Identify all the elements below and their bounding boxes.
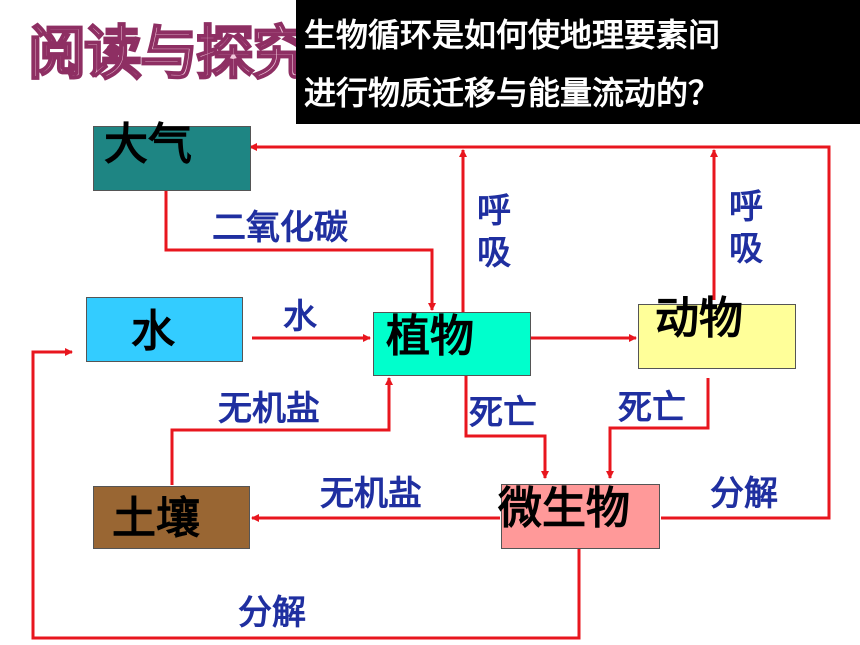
arrow-death-plants (464, 376, 549, 479)
node-water-label: 水 (131, 306, 175, 357)
label-death-plants: 死亡 (469, 393, 537, 433)
question-line-2: 进行物质迁移与能量流动的？ (304, 74, 721, 112)
question-box: 生物循环是如何使地理要素间 进行物质迁移与能量流动的？ (296, 0, 860, 124)
node-soil: 土壤 (93, 486, 250, 549)
node-water: 水 (86, 297, 243, 362)
label-death-animals: 死亡 (618, 388, 686, 428)
label-respiration-plants: 呼吸 (477, 191, 511, 273)
node-atmosphere-label: 大气 (104, 119, 192, 170)
node-plants-label: 植物 (386, 311, 474, 362)
title-art: 阅读与探究 (27, 18, 311, 88)
arrow-decompose-bottom (31, 348, 581, 640)
node-atmosphere: 大气 (93, 119, 251, 191)
node-microbes: 微生物 (498, 483, 660, 549)
arrow-co2 (164, 191, 436, 311)
arrow-minerals-up (170, 377, 393, 485)
label-co2: 二氧化碳 (212, 208, 348, 248)
node-plants: 植物 (373, 312, 531, 376)
arrow-death-animals (606, 378, 710, 479)
label-decompose-right: 分解 (710, 474, 778, 514)
node-animals: 动物 (638, 297, 796, 369)
arrow-decompose-right (249, 143, 831, 520)
node-animals-label: 动物 (655, 293, 743, 344)
node-soil-label: 土壤 (112, 493, 200, 544)
label-minerals-left: 无机盐 (320, 474, 422, 514)
question-line-1: 生物循环是如何使地理要素间 (304, 16, 721, 54)
node-microbes-label: 微生物 (498, 483, 630, 534)
label-water-in: 水 (283, 297, 317, 337)
label-respiration-animals: 呼吸 (729, 187, 763, 269)
label-minerals-up: 无机盐 (218, 389, 320, 429)
label-decompose-bottom: 分解 (238, 593, 306, 633)
